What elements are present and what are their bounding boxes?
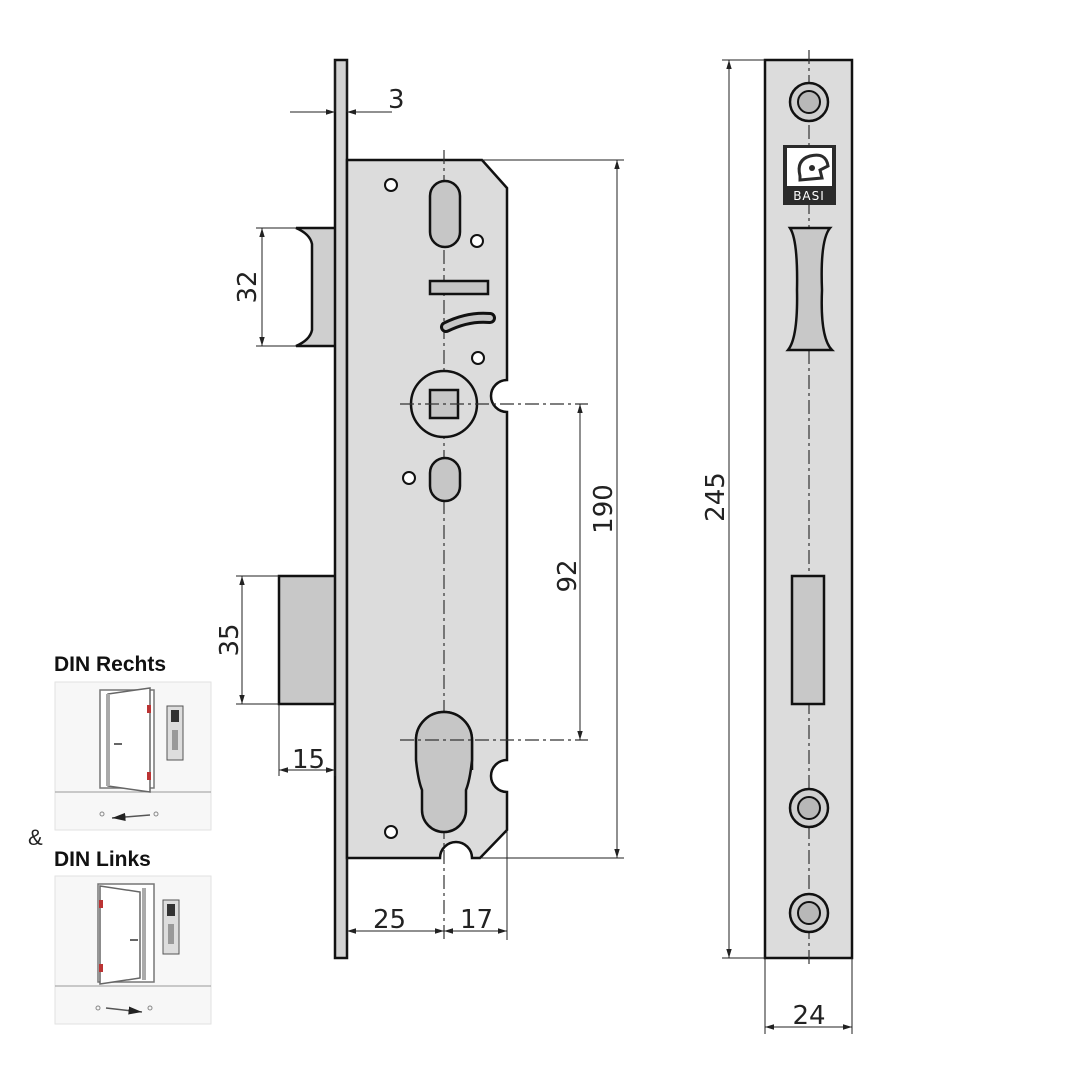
screw-hole [384, 178, 398, 192]
lock-side-view [277, 58, 588, 960]
dim-bolt-throw: 15 [292, 745, 325, 775]
lower-slot [428, 456, 462, 503]
din-conjunction: & [28, 825, 43, 850]
dim-spindle-to-cylinder: 92 [553, 559, 583, 592]
din-left-panel: DIN Links [54, 848, 212, 1025]
dim-latch-height: 32 [233, 270, 263, 303]
faceplate-edge [333, 58, 349, 960]
screw-hole [471, 351, 485, 365]
lock-case [345, 158, 509, 860]
basi-logo: BASI [783, 145, 836, 205]
screw-hole [384, 825, 398, 839]
door-open-right [107, 687, 151, 793]
door-open-left [99, 885, 141, 985]
front-view-dimensions: 245 24 [701, 59, 853, 1034]
upper-slot [428, 179, 462, 249]
screw-hole [402, 471, 416, 485]
din-left-title: DIN Links [54, 848, 151, 871]
dead-bolt [277, 574, 338, 706]
dim-faceplate-width: 24 [792, 1001, 825, 1031]
dim-faceplate-length: 245 [701, 472, 731, 522]
side-view-dimensions: 3 32 35 15 190 92 25 [215, 60, 624, 940]
bolt-opening [790, 574, 826, 706]
latch-bolt [295, 226, 338, 348]
dim-faceplate-thickness: 3 [388, 85, 405, 115]
faceplate-front-view: BASI [763, 50, 854, 968]
din-right-panel: DIN Rechts [54, 653, 212, 831]
latch-opening [785, 226, 836, 352]
dim-cylinder-to-edge: 17 [460, 905, 493, 935]
dim-case-height: 190 [589, 484, 619, 534]
logo-text: BASI [793, 189, 825, 203]
din-right-title: DIN Rechts [54, 653, 166, 676]
dim-backset: 25 [373, 905, 406, 935]
screw-hole [470, 234, 484, 248]
bar-slot [428, 279, 490, 296]
dim-bolt-height: 35 [215, 623, 245, 656]
